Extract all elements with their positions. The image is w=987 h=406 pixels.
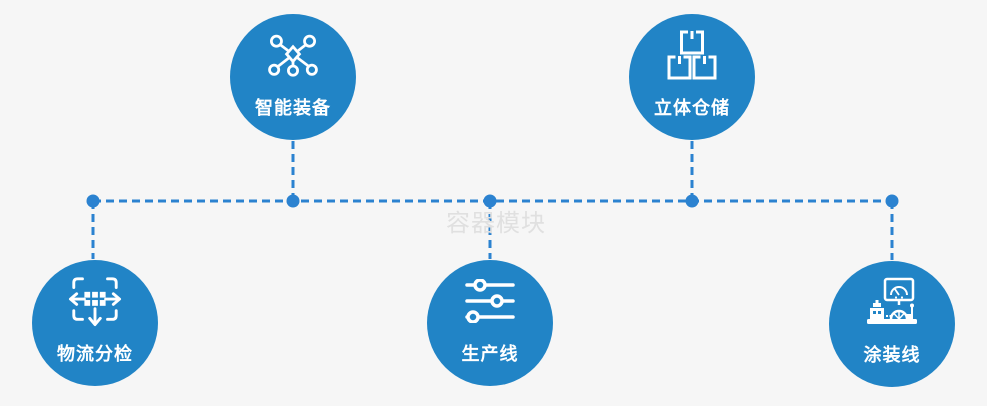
network-nodes-icon xyxy=(268,34,318,77)
stacked-boxes-icon xyxy=(667,30,717,80)
icon-wrap xyxy=(32,260,158,342)
node-label: 物流分检 xyxy=(57,344,133,364)
sliders-icon xyxy=(465,279,515,323)
node-label: 立体仓储 xyxy=(654,98,730,118)
node-label: 生产线 xyxy=(461,344,519,364)
node-warehouse: 立体仓储 xyxy=(629,14,755,140)
icon-wrap xyxy=(427,260,553,342)
node-label: 涂装线 xyxy=(863,345,921,365)
watermark: 容器模块 xyxy=(446,210,546,237)
icon-wrap xyxy=(230,14,356,96)
paint-machine-icon xyxy=(867,277,917,324)
icon-wrap xyxy=(829,261,955,343)
node-logistics-sorting: 物流分检 xyxy=(32,260,158,386)
move-sort-icon xyxy=(68,277,122,327)
node-painting-line: 涂装线 xyxy=(829,261,955,387)
node-production-line: 生产线 xyxy=(427,260,553,386)
icon-wrap xyxy=(629,14,755,96)
node-smart-equipment: 智能装备 xyxy=(230,14,356,140)
node-label: 智能装备 xyxy=(255,98,331,118)
